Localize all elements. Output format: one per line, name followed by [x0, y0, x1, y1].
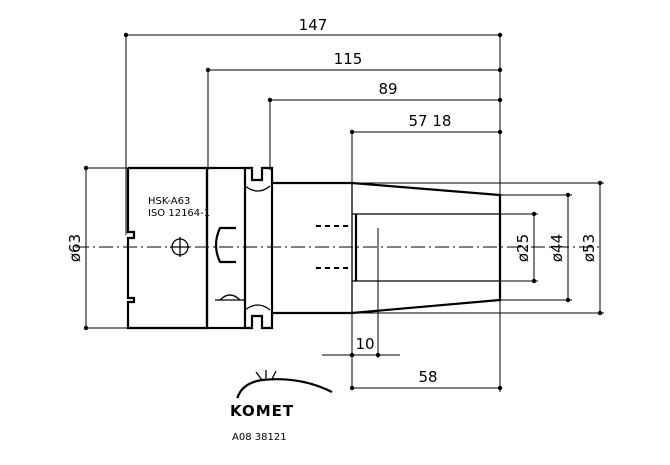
dimension-58: 58 [349, 300, 503, 392]
dimension-115-label: 115 [334, 50, 363, 68]
dimension-89-label: 89 [378, 80, 397, 98]
komet-logo: KOMET A08 38121 [228, 370, 338, 443]
dimension-dia-53: ø53 [352, 180, 604, 316]
shank-label-line1: HSK-A63 [148, 196, 190, 207]
dimension-dia-44-label: ø44 [548, 234, 566, 262]
dimension-147-label: 147 [299, 16, 328, 34]
dimension-57-18-label: 57 18 [409, 112, 452, 130]
dimension-dia-25-label: ø25 [514, 234, 532, 262]
tool-body [75, 166, 600, 330]
dimension-dia-25: ø25 [500, 211, 538, 284]
dimension-10-label: 10 [355, 335, 374, 353]
article-number: A08 38121 [232, 432, 287, 443]
logo-swoosh-icon [234, 378, 333, 409]
dimension-dia-63: ø63 [66, 165, 128, 331]
dimension-58-label: 58 [418, 368, 437, 386]
dimension-89: 89 [267, 80, 503, 170]
dimension-dia-63-label: ø63 [66, 234, 84, 262]
shank-label-line2: ISO 12164-1 [148, 208, 210, 219]
logo-brand-text: KOMET [230, 402, 294, 420]
dimension-dia-53-label: ø53 [580, 234, 598, 262]
dimension-dia-44: ø44 [500, 192, 572, 303]
dimension-115: 115 [205, 50, 503, 170]
dimension-147: 147 [123, 16, 503, 235]
dimension-10: 10 [322, 270, 400, 358]
